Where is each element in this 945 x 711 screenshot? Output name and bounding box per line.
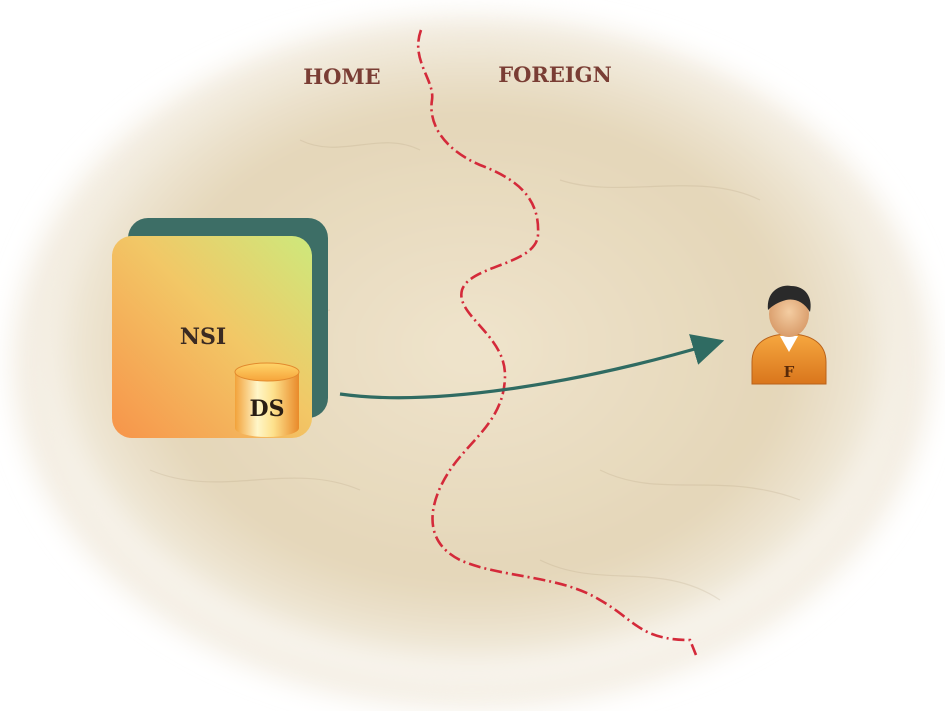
foreign-region-label: FOREIGN (498, 62, 612, 87)
home-region-label: HOME (303, 64, 380, 89)
parchment-background (14, 17, 930, 707)
data-flow-arrow (339, 334, 725, 400)
person-badge-label: F (784, 363, 795, 381)
datastore-cylinder-icon: DS (234, 362, 300, 437)
user-icon: F (751, 285, 827, 385)
nsi-label: NSI (180, 324, 226, 350)
datastore-label: DS (250, 396, 285, 422)
border-line (416, 29, 698, 656)
